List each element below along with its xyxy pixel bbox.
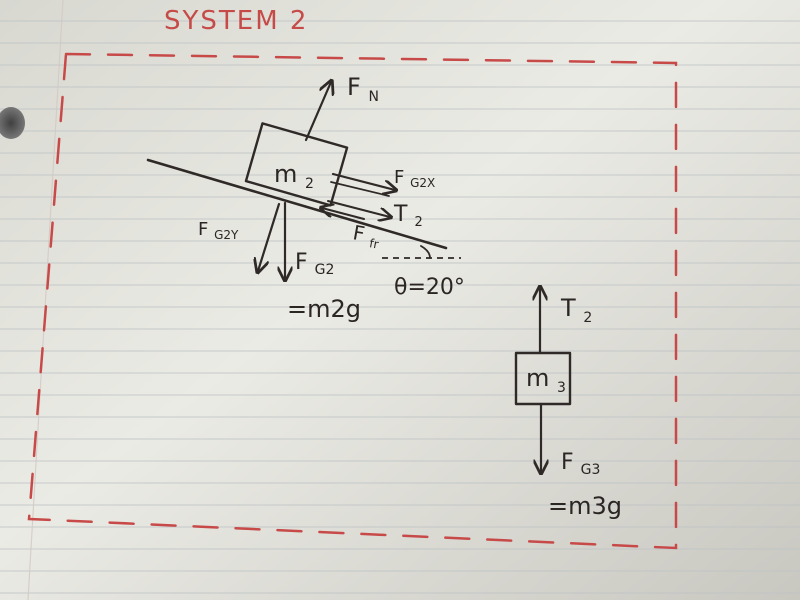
parallel-force-arrow (331, 172, 395, 190)
gravity-m2-label: F G2 (295, 250, 334, 278)
incline-diagram: θ=20° m 2 F N F G2X T 2 (146, 73, 465, 323)
tension-m2-arrow (327, 200, 390, 217)
gravity-m3-main: F (561, 450, 574, 475)
angle-arc (420, 245, 431, 259)
friction-force-arrow (322, 208, 365, 220)
block-m3 (514, 351, 572, 406)
parallel-force-main: F (394, 167, 404, 188)
perpendicular-force-subscript: G2Y (214, 228, 239, 242)
parallel-force-label: F G2X (394, 167, 435, 190)
page-title: SYSTEM 2 (164, 6, 308, 36)
tension-m3-subscript: 2 (583, 310, 592, 326)
hanging-mass-diagram: T 2 m 3 F G3 =m3g (514, 288, 622, 520)
friction-force-label: F fr (351, 220, 382, 251)
perpendicular-force-main: F (198, 219, 208, 240)
binder-hole-icon (0, 107, 25, 139)
perpendicular-force-arrow (258, 202, 281, 271)
angle-label: θ=20° (394, 275, 465, 300)
normal-force-subscript: N (368, 89, 378, 105)
gravity-m3-equation: =m3g (548, 492, 622, 520)
tension-m2-main: T (393, 202, 408, 227)
incline-line (146, 158, 448, 250)
gravity-m2-subscript: G2 (315, 262, 335, 278)
block-m3-main: m (526, 364, 549, 392)
margin-line (27, 0, 64, 600)
gravity-m2-equation: =m2g (287, 295, 361, 323)
system-boundary (27, 52, 678, 550)
gravity-m3-label: F G3 (561, 450, 600, 478)
gravity-m3-subscript: G3 (581, 462, 601, 478)
tension-m2-label: T 2 (393, 202, 423, 230)
block-m3-label: m 3 (526, 364, 566, 396)
tension-m3-label: T 2 (560, 294, 592, 326)
tension-m2-subscript: 2 (414, 215, 422, 230)
normal-force-main: F (347, 73, 361, 101)
normal-force-label: F N (347, 73, 379, 105)
tension-m3-main: T (560, 294, 576, 322)
perpendicular-force-label: F G2Y (198, 219, 239, 242)
friction-force-subscript: fr (368, 236, 380, 251)
parallel-force-subscript: G2X (410, 176, 435, 190)
block-m3-subscript: 3 (557, 380, 566, 396)
block-m2-label: m 2 (274, 160, 314, 192)
parallel-force-double-line (330, 181, 390, 197)
normal-force-arrow (304, 82, 331, 142)
block-m2-subscript: 2 (305, 176, 314, 192)
gravity-m2-main: F (295, 250, 308, 275)
block-m2-main: m (274, 160, 297, 188)
